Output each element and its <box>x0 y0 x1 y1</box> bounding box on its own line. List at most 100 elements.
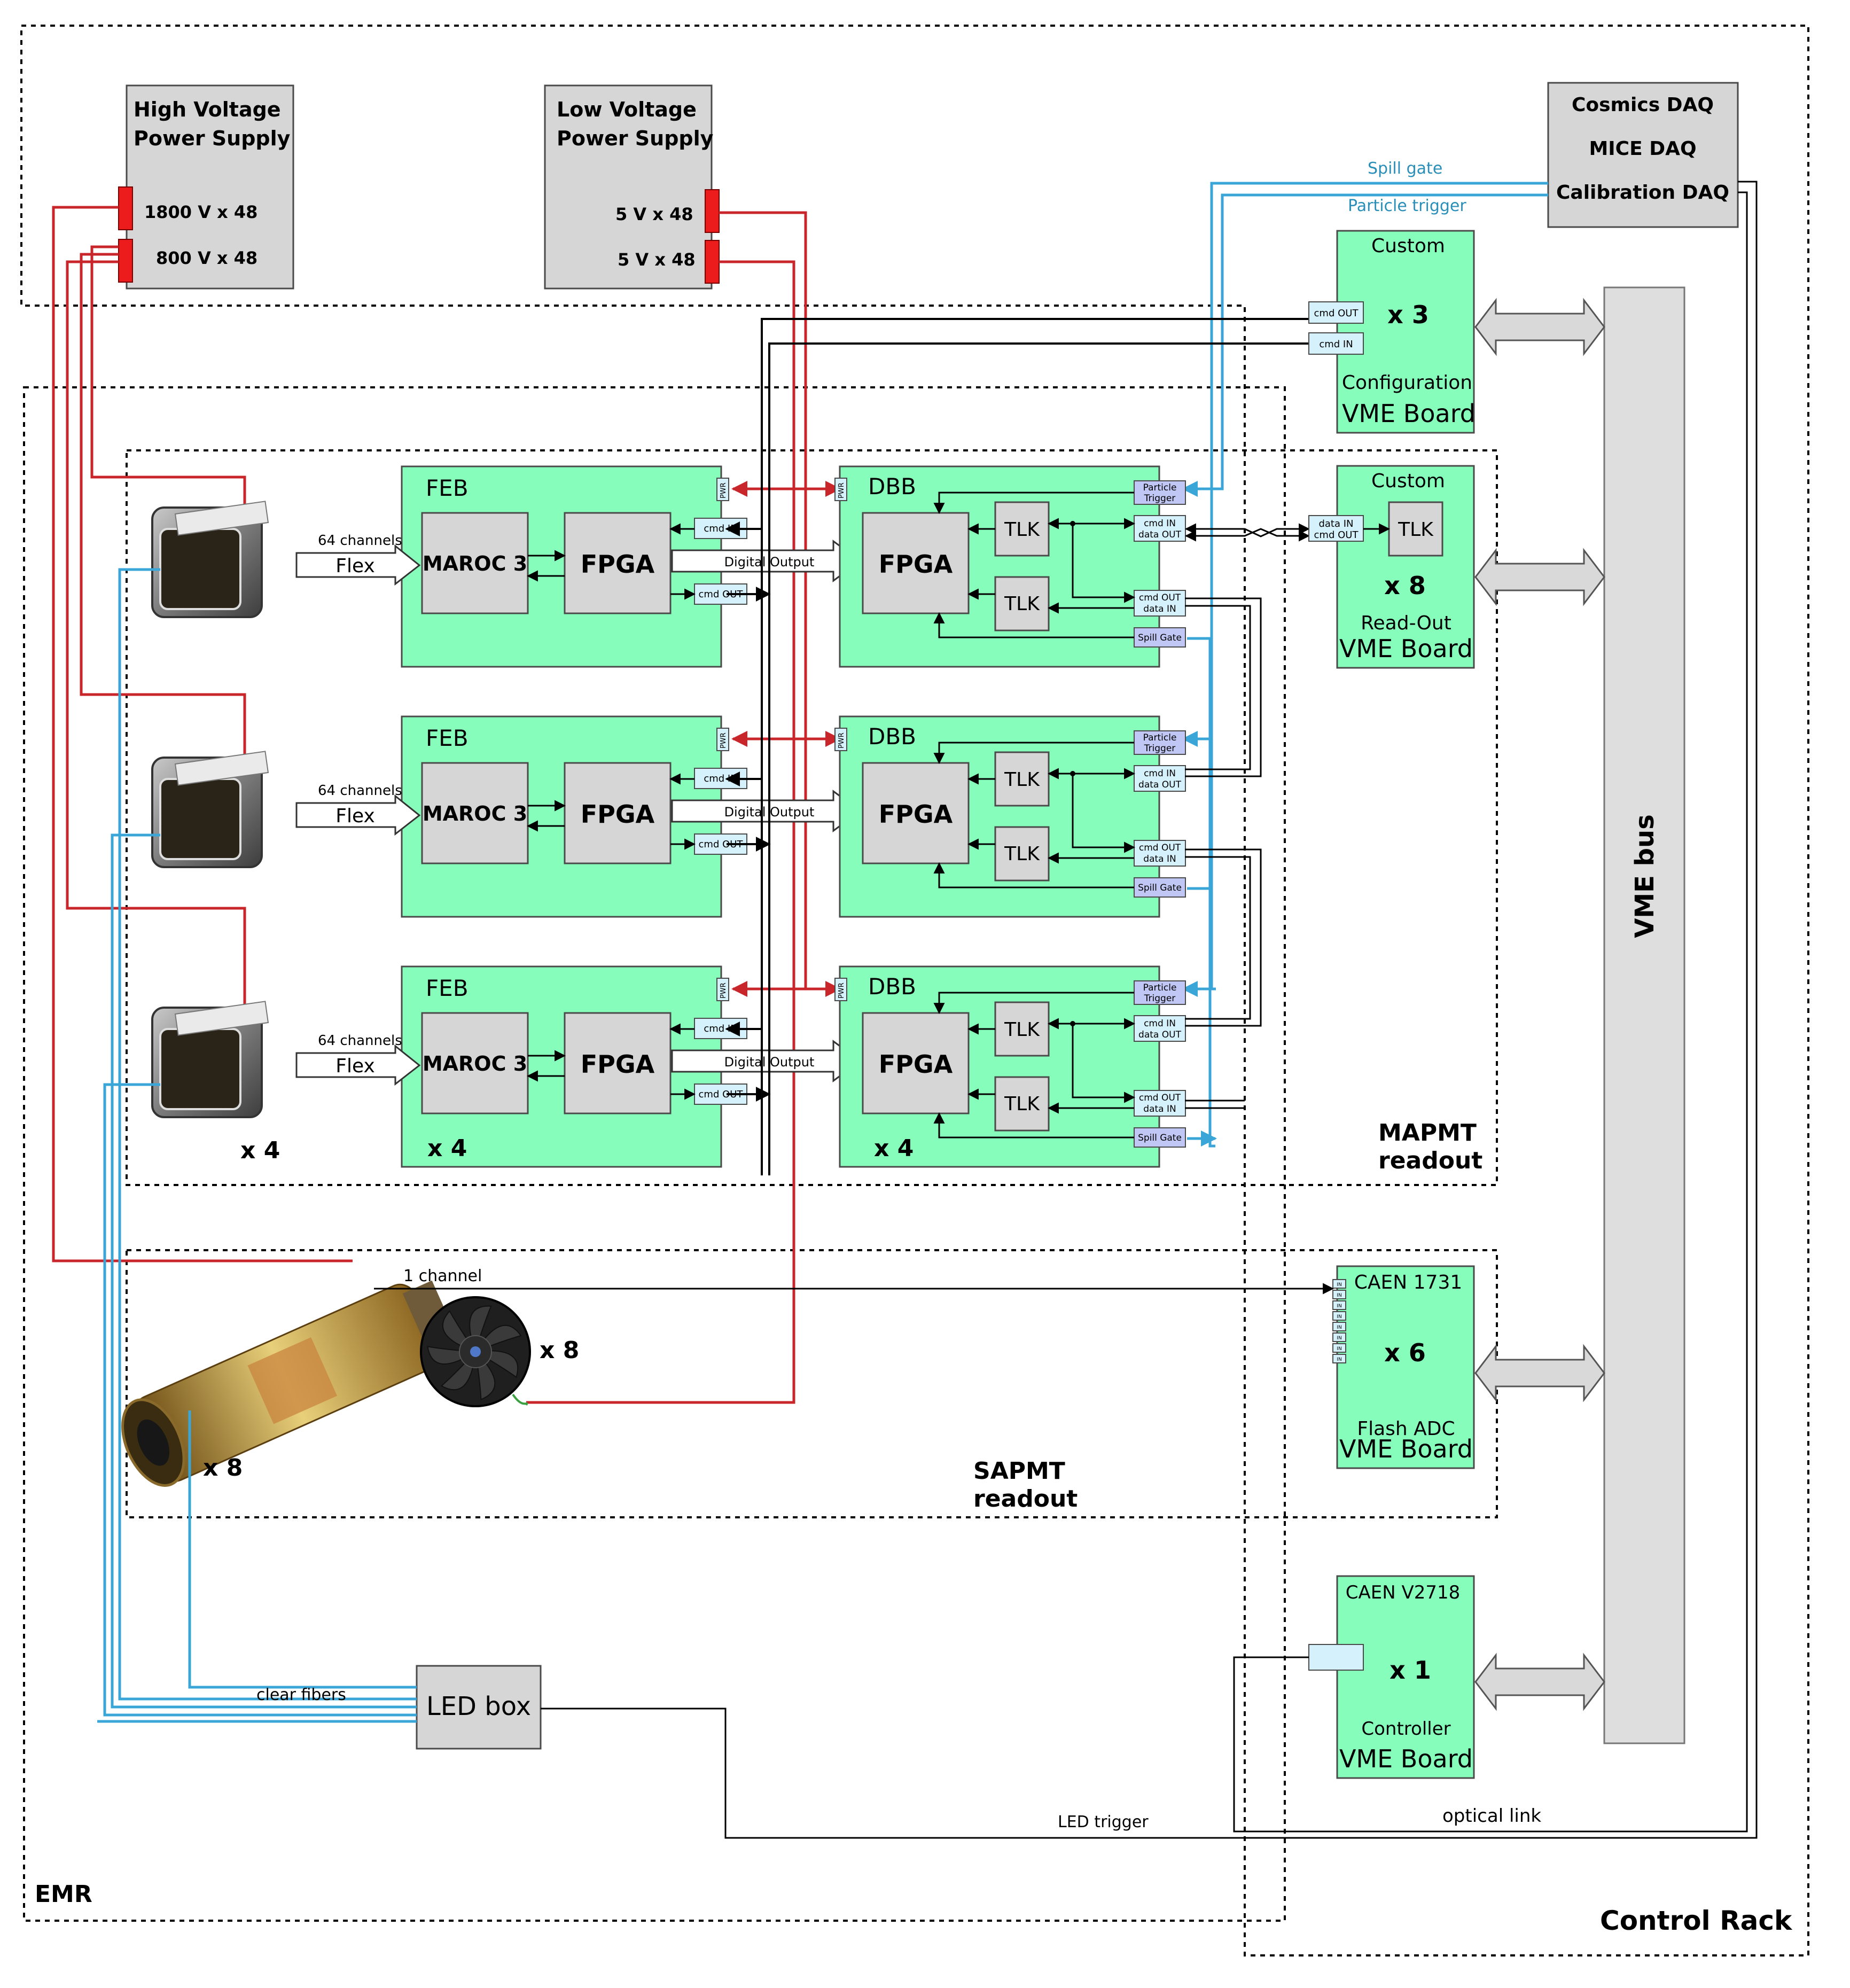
dbb-cmd-in-data-out-port <box>1134 1015 1186 1042</box>
flex-arrow <box>295 794 421 836</box>
feb-pwr-port <box>716 478 729 501</box>
svg-text:IN: IN <box>1337 1282 1341 1288</box>
vme-arrow <box>1474 298 1605 356</box>
dbb-particle-trigger-port <box>1134 730 1186 755</box>
channels-label: 64 channels <box>318 783 402 799</box>
clear-fibers-label: clear fibers <box>256 1686 346 1704</box>
svg-text:data OUT: data OUT <box>1138 529 1182 540</box>
adc-in-port <box>1332 1290 1346 1299</box>
dbb-multiplier: x 4 <box>874 1135 914 1162</box>
adc-in-port <box>1332 1322 1346 1331</box>
svg-text:VME Board: VME Board <box>1339 634 1473 663</box>
svg-text:Calibration DAQ: Calibration DAQ <box>1556 182 1729 204</box>
dbb-pwr-port <box>834 728 847 751</box>
dbb-fpga-chip <box>862 1012 970 1114</box>
svg-text:5 V x 48: 5 V x 48 <box>615 204 693 224</box>
svg-text:Spill Gate: Spill Gate <box>1138 1133 1182 1143</box>
svg-text:LED box: LED box <box>426 1691 531 1721</box>
feb-title: FEB <box>426 975 469 1001</box>
adc-in-port <box>1332 1354 1346 1363</box>
sapmt-channel-label: 1 channel <box>403 1267 482 1285</box>
svg-text:x 1: x 1 <box>1390 1656 1431 1685</box>
svg-text:data IN: data IN <box>1318 518 1353 529</box>
svg-text:IN: IN <box>1337 1304 1341 1309</box>
svg-text:Particle: Particle <box>1143 482 1177 493</box>
dbb-cmd-in-data-out-port <box>1134 515 1186 542</box>
sapmt-label-2: readout <box>973 1485 1078 1513</box>
svg-text:PWR: PWR <box>838 983 846 999</box>
feb-fpga-chip <box>564 762 672 864</box>
flex-label: Flex <box>335 555 375 577</box>
hv-800-connector <box>118 239 133 283</box>
svg-text:TLK: TLK <box>1004 593 1040 615</box>
svg-text:Particle: Particle <box>1143 983 1177 993</box>
dbb-tlk-2 <box>994 1076 1050 1132</box>
svg-text:PWR: PWR <box>720 732 728 749</box>
vme-bus-arrows <box>1474 298 1605 1711</box>
control-rack-region <box>20 25 1809 1956</box>
svg-text:Read-Out: Read-Out <box>1361 612 1451 634</box>
svg-text:cmd OUT: cmd OUT <box>1314 308 1359 319</box>
sapmt-image <box>121 1280 460 1487</box>
dbb-cmd-in-data-out-port <box>1134 765 1186 792</box>
spill-gate-label: Spill gate <box>1368 159 1442 178</box>
feb-fpga-chip <box>564 512 672 614</box>
hv-cables <box>52 206 353 1262</box>
mapmt-label-2: readout <box>1378 1147 1482 1174</box>
svg-text:High Voltage: High Voltage <box>134 98 281 121</box>
svg-text:cmd OUT: cmd OUT <box>1139 592 1181 603</box>
feb-fpga-label: FPGA <box>581 1050 655 1079</box>
svg-text:cmd OUT: cmd OUT <box>699 589 744 600</box>
svg-text:cmd IN: cmd IN <box>1144 1018 1176 1029</box>
dbb-title: DBB <box>868 973 916 1000</box>
optical-link-line <box>1233 191 1748 1833</box>
adc-in-port <box>1332 1300 1346 1310</box>
vme-arrow <box>1474 1652 1605 1711</box>
flex-label: Flex <box>335 1055 375 1077</box>
cmd-bus-lines <box>725 318 1310 1175</box>
svg-text:Trigger: Trigger <box>1144 743 1176 754</box>
sapmt-label-1: SAPMT <box>973 1457 1065 1485</box>
svg-text:MICE DAQ: MICE DAQ <box>1589 138 1696 160</box>
svg-text:TLK: TLK <box>1004 769 1040 791</box>
svg-text:TLK: TLK <box>1398 519 1434 541</box>
vme-arrow <box>1474 548 1605 606</box>
svg-text:TLK: TLK <box>1004 519 1040 541</box>
feb-title: FEB <box>426 725 469 751</box>
svg-text:Controller: Controller <box>1361 1718 1450 1740</box>
svg-text:Spill Gate: Spill Gate <box>1138 883 1182 893</box>
lv-connector-1 <box>705 189 720 233</box>
mapmt-multiplier: x 4 <box>240 1137 280 1164</box>
flex-arrow <box>295 1044 421 1086</box>
dbb-cmd-out-data-in-port <box>1134 1090 1186 1117</box>
flex-label: Flex <box>335 805 375 827</box>
maroc-label: MAROC 3 <box>423 552 527 575</box>
svg-text:cmd OUT: cmd OUT <box>1139 843 1181 853</box>
dbb-particle-trigger-port <box>1134 480 1186 505</box>
svg-text:Cosmics DAQ: Cosmics DAQ <box>1572 94 1714 116</box>
sapmt-multiplier: x 8 <box>203 1454 243 1482</box>
lv-connector-2 <box>705 240 720 284</box>
svg-text:Spill Gate: Spill Gate <box>1138 633 1182 643</box>
svg-text:1800 V x 48: 1800 V x 48 <box>144 202 257 222</box>
svg-text:Configuration: Configuration <box>1342 372 1472 394</box>
vme-bus: VME bus <box>1603 286 1685 1744</box>
clear-fiber-lines <box>97 568 417 1723</box>
svg-text:data IN: data IN <box>1143 1104 1176 1114</box>
channels-label: 64 channels <box>318 1033 402 1049</box>
svg-text:cmd IN: cmd IN <box>1144 768 1176 779</box>
config-cmd-out-port <box>1308 301 1364 324</box>
vme-arrow <box>1474 1344 1605 1402</box>
led-box: LED box <box>416 1665 542 1750</box>
svg-text:VME Board: VME Board <box>1342 399 1476 428</box>
svg-text:cmd OUT: cmd OUT <box>699 1089 744 1100</box>
svg-text:Trigger: Trigger <box>1144 493 1176 504</box>
control-rack-label: Control Rack <box>1600 1905 1793 1936</box>
hv-power-supply: High Voltage Power Supply 1800 V x 48 80… <box>118 84 294 290</box>
optical-link-label: optical link <box>1442 1805 1541 1827</box>
fan-multiplier: x 8 <box>540 1337 579 1364</box>
svg-text:Particle: Particle <box>1143 732 1177 743</box>
